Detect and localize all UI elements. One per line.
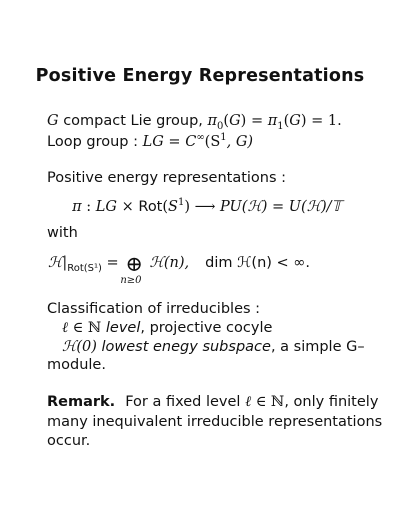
line-compact-lie-group: G compact Lie group, π0(G) = π1(G) = 1. [47,113,342,132]
args: (S [204,134,221,150]
paren: ) [184,199,191,215]
equals-one: ) = 1. [300,113,342,129]
symbol-C: C [185,134,197,150]
slide-title: Positive Energy Representations [35,66,365,86]
line-with: with [47,225,78,241]
remark-text: , only finitely [284,394,379,410]
level-italic: level [105,320,141,336]
lowest-energy-italic: lowest enegy subspace [101,339,271,355]
paren: ( [283,113,290,129]
formula-decomposition: ℋ|Rot(S¹) = ⊕n≥0 ℋ(n), dim ℋ(n) < ∞. [48,252,310,286]
sub-rot: Rot(S¹) [67,262,102,274]
remark-line-1: Remark. For a fixed level ℓ ∈ ℕ, only fin… [47,394,378,411]
text-loop-group: Loop group : [47,134,143,150]
remark-text: For a fixed level [125,394,246,410]
oplus-glyph: ⊕ [125,252,143,276]
symbol-G: G [47,113,59,129]
paren: ( [223,113,230,129]
remark-line-2: many inequivalent irreducible representa… [47,414,383,430]
line-module: module. [47,357,106,373]
formula-representation: π : LG × Rot(S1) ⟶ PU(ℋ) = U(ℋ)/𝕋 [0,197,400,215]
symbol-pi: π [72,199,82,215]
hilbert-space: ℋ [48,255,63,271]
remark-line-3: occur. [47,433,91,449]
equals: = [163,134,186,150]
hilbert-space: (ℋ) = [241,199,289,215]
sup-infinity: ∞ [196,132,205,144]
sup-one: 1 [177,197,185,209]
sup-one: 1 [220,132,227,144]
line-lowest-energy: ℋ(0) lowest enegy subspace, a simple G– [62,339,365,355]
text-compact-lie-group: compact Lie group, [58,113,208,129]
symbol-pi: π [267,113,278,129]
symbol-G: G [229,113,241,129]
equals: ) = [240,113,268,129]
paren: ( [162,199,169,215]
symbol-LG: LG [142,134,164,150]
sub-0: 0 [217,120,224,132]
simple-module: , a simple G– [270,339,365,355]
symbol-G: G [289,113,301,129]
projective-cocycle: , projective cocyle [140,320,273,336]
rot: Rot [138,199,163,215]
restriction-bar: | [62,255,68,271]
symbol-ell: ℓ [245,394,252,410]
hilbert-quotient: (ℋ)/𝕋 [301,199,342,215]
line-classification: Classification of irreducibles : [47,301,261,317]
symbol-LG: LG [95,199,118,215]
oplus-subscript: n≥0 [120,275,142,286]
times: × [117,199,139,215]
line-positive-energy: Positive energy representations : [47,170,287,186]
remark-label: Remark. [47,394,116,410]
symbol-PU: PU [220,199,242,215]
arrow: ⟶ [190,199,221,215]
in-naturals: ∈ ℕ [68,320,106,336]
line-level: ℓ ∈ ℕ level, projective cocyle [62,320,272,337]
dimension-finite: dim ℋ(n) < ∞. [205,255,310,271]
symbol-U: U [288,199,302,215]
symbol-ell: ℓ [62,320,69,336]
symbol-pi: π [207,113,218,129]
equals: = [101,255,124,271]
hilbert-n: ℋ(n), [144,255,190,271]
symbol-S: S [168,199,178,215]
line-loop-group: Loop group : LG = C∞(S1, G) [47,132,254,150]
in-naturals: ∈ ℕ [251,394,285,410]
hilbert-zero: ℋ(0) [62,339,102,355]
direct-sum-symbol: ⊕n≥0 [120,252,143,286]
colon: : [81,199,96,215]
sub-1: 1 [277,120,284,132]
args-rest: , G) [226,134,254,150]
